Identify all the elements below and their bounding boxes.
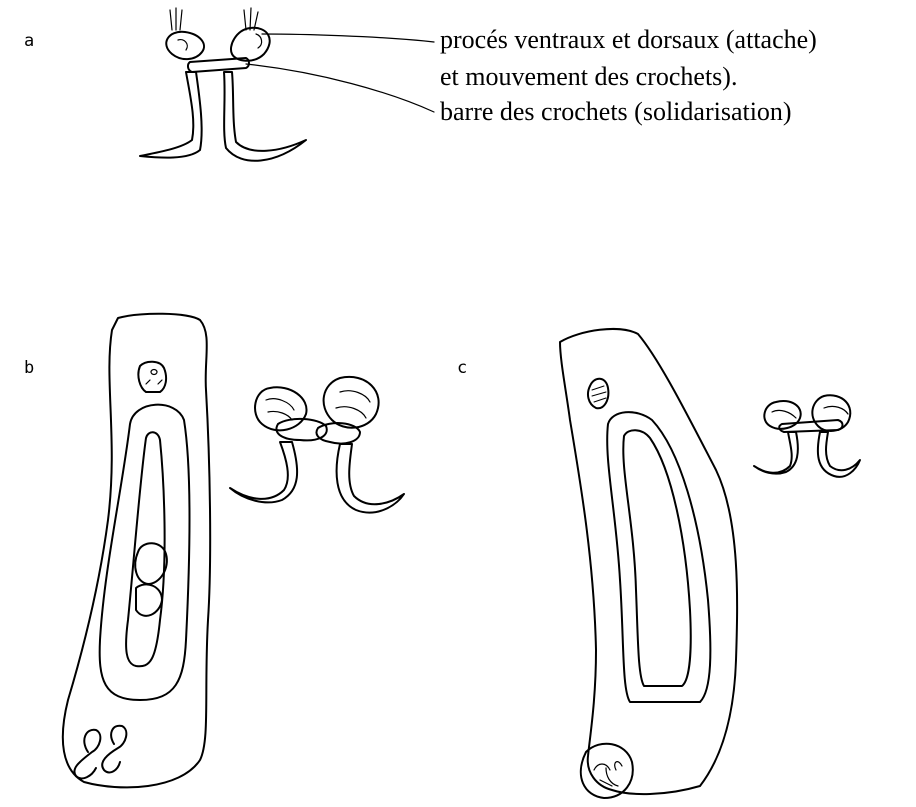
right-process (231, 28, 270, 61)
bristles-right (244, 8, 258, 30)
worm-b-pharynx (138, 362, 166, 392)
b-anchor-bar-right (317, 423, 361, 443)
b-anchor-left-process (255, 387, 306, 430)
panel-a-anchor (140, 8, 434, 161)
left-hook (140, 72, 202, 158)
c-anchor-left-hook (754, 432, 798, 474)
worm-c-pharynx (588, 379, 608, 409)
panel-b-worm (63, 314, 210, 788)
c-anchor-bar (779, 420, 842, 432)
worm-b-gut-inner (126, 432, 165, 666)
leader-line-bar (246, 64, 434, 112)
worm-b-haptor-hook-1 (74, 730, 100, 779)
panel-c-worm (560, 329, 737, 798)
c-anchor-right-hook (818, 432, 860, 477)
c-anchor-right-process (812, 395, 850, 431)
worm-b-gonad-1 (135, 543, 167, 584)
panel-b-anchor (230, 377, 404, 513)
bristles-left (170, 8, 182, 30)
leader-line-processes (262, 34, 434, 42)
worm-b-body (63, 314, 210, 788)
right-process-inner (256, 34, 262, 48)
b-anchor-right-hook (337, 444, 404, 513)
worm-c-body (560, 329, 737, 794)
left-process-inner (178, 40, 187, 50)
worm-b-gonad-2 (136, 584, 162, 615)
panel-c-anchor (754, 395, 860, 477)
worm-b-haptor-hook-2 (102, 726, 126, 773)
right-hook (224, 72, 306, 161)
left-process (166, 32, 204, 59)
b-anchor-left-hook (230, 442, 297, 502)
